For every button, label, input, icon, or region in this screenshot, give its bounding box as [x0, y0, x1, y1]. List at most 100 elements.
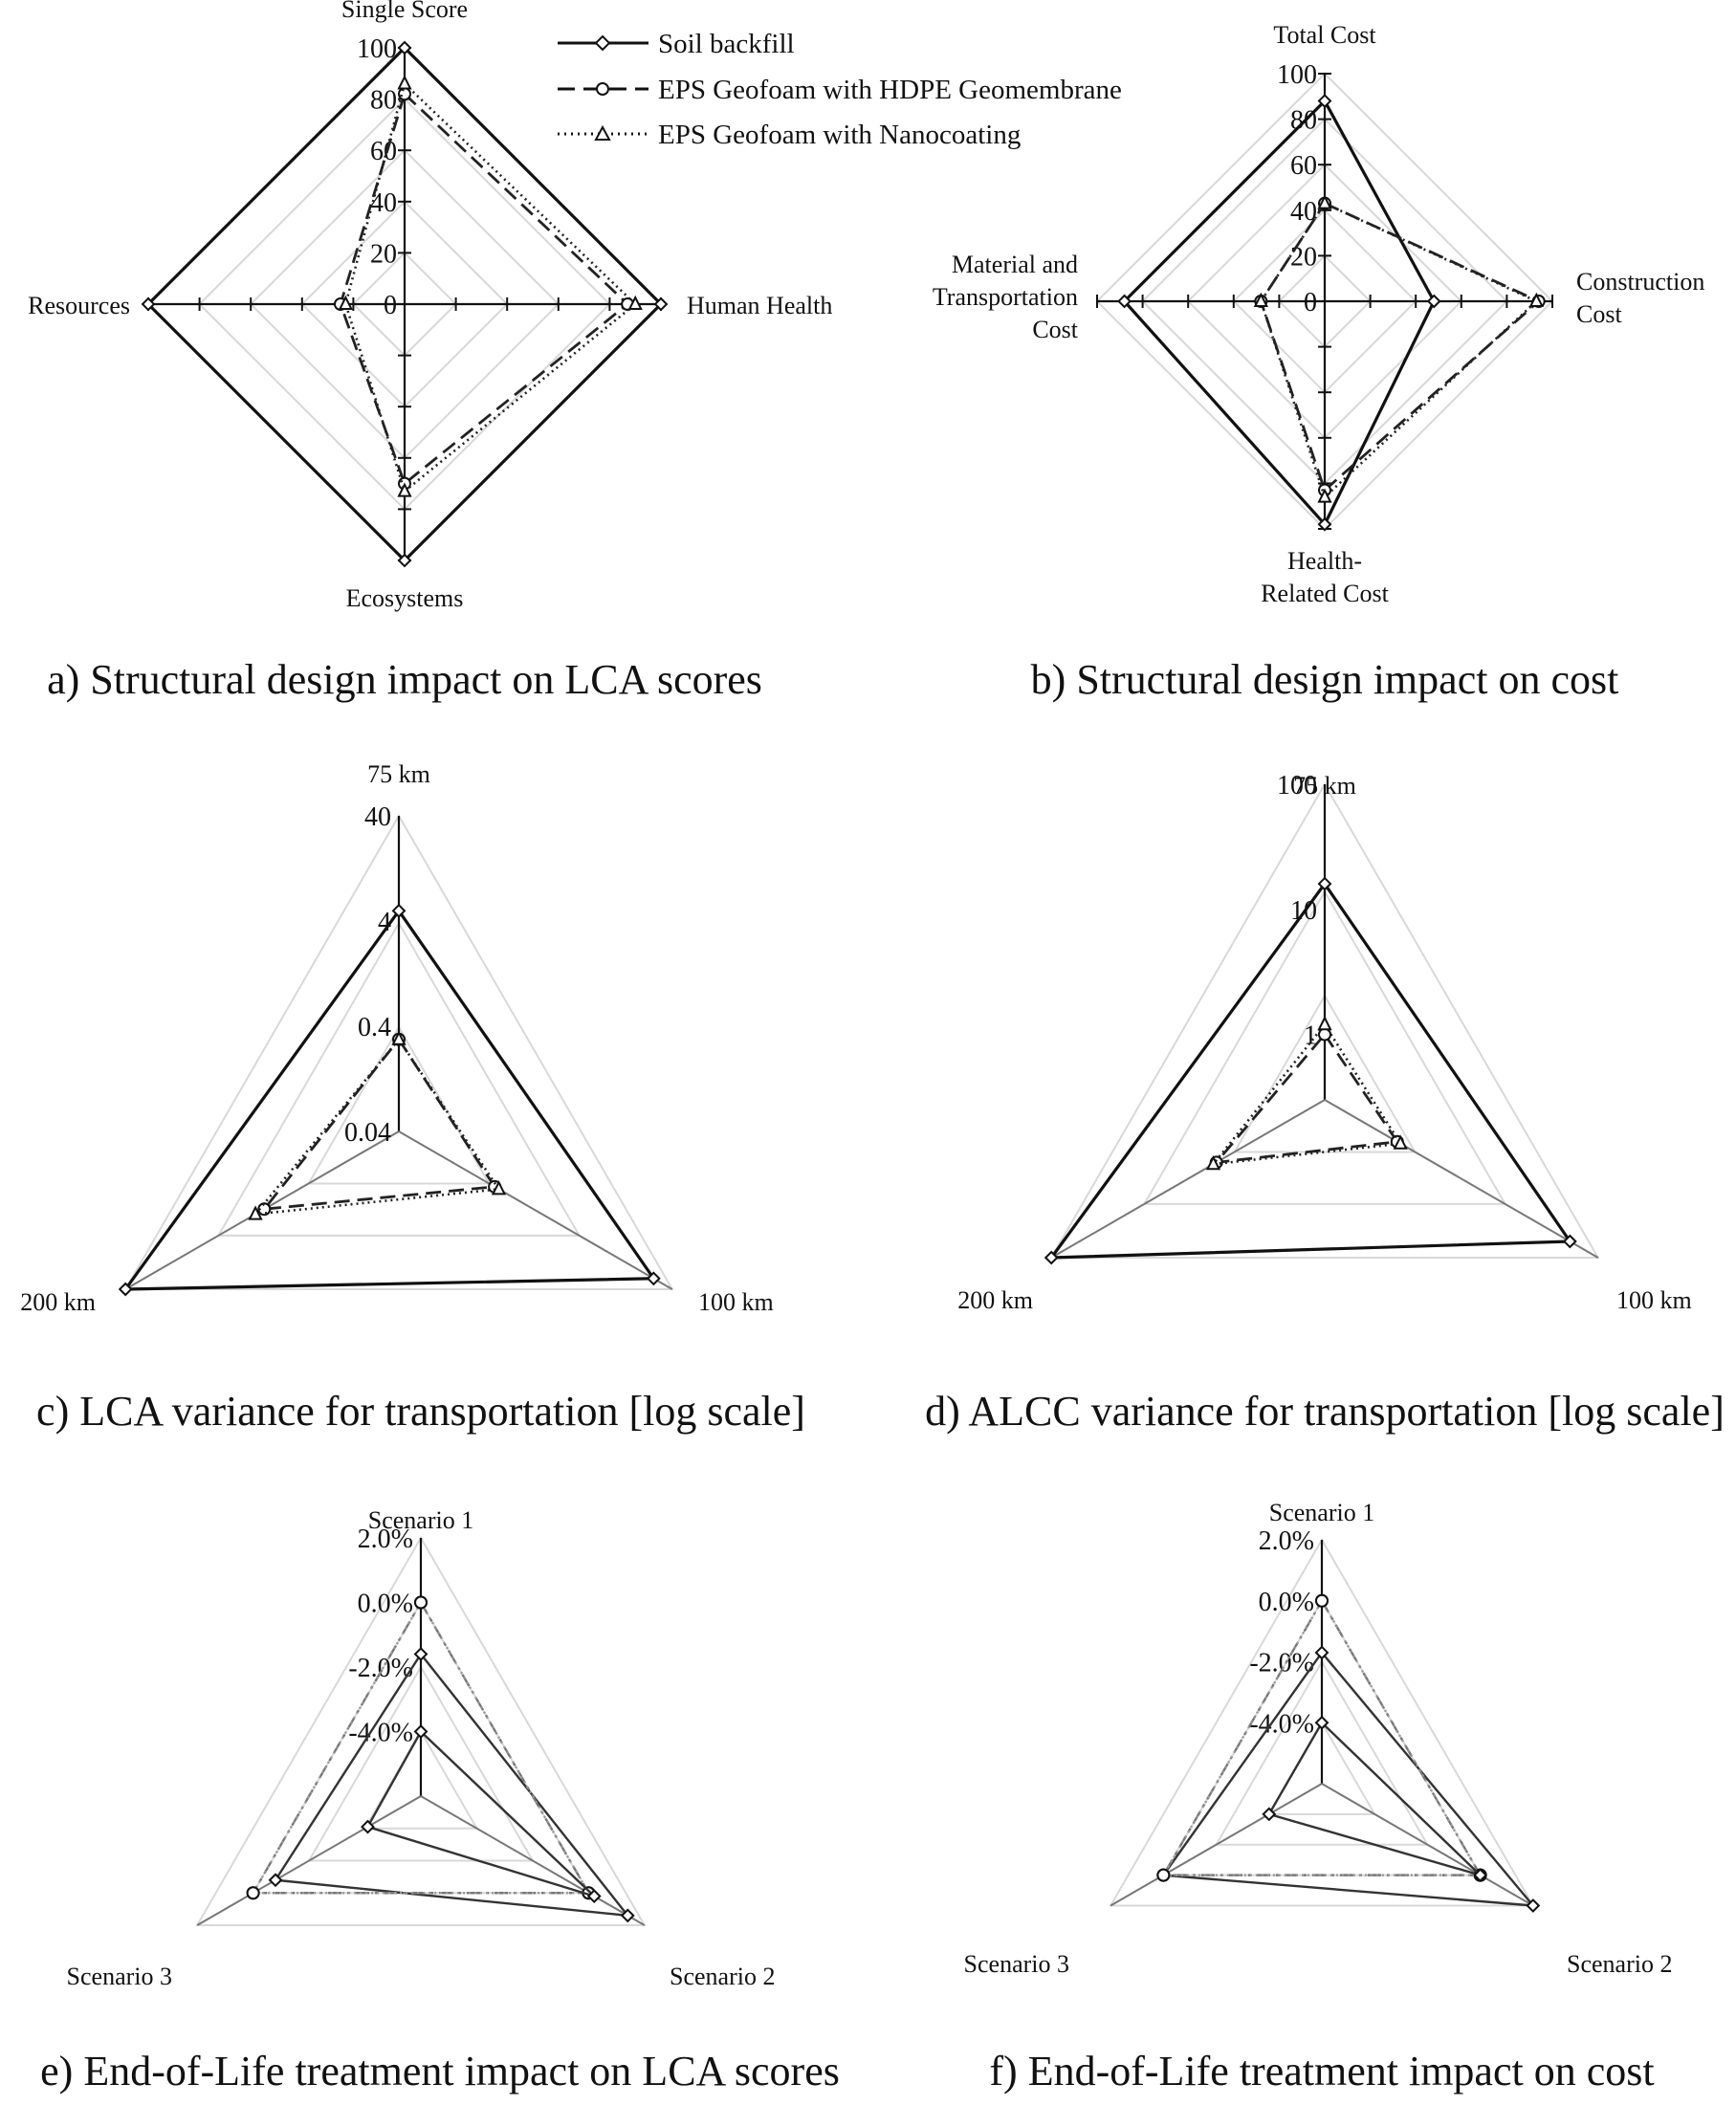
- grid-ring: [1232, 994, 1417, 1153]
- series-line: [366, 1730, 596, 1898]
- axis-line: [1324, 1099, 1599, 1259]
- series-line: [339, 92, 629, 486]
- data-point: [246, 1886, 260, 1900]
- tick-label: 0: [384, 291, 397, 320]
- data-point: [1314, 1645, 1329, 1660]
- series-line: [252, 1601, 590, 1895]
- axis-label: 75 km: [1293, 772, 1356, 800]
- data-point: [118, 1282, 133, 1297]
- tick-label: 20: [1290, 242, 1317, 272]
- data-point: [1317, 194, 1332, 209]
- tick-label: 0: [1304, 288, 1317, 318]
- grid-ring: [216, 921, 582, 1237]
- tick-label: 100: [1277, 771, 1317, 801]
- grid-ring: [1142, 889, 1507, 1205]
- data-point: [627, 295, 643, 310]
- legend-entry-nano: EPS Geofoam with Nanocoating: [558, 120, 1021, 150]
- data-point: [397, 553, 412, 568]
- chart-caption: e) End-of-Life treatment impact on LCA s…: [40, 2048, 840, 2095]
- series-line: [1162, 1651, 1535, 1907]
- axis-label: Scenario 1: [1269, 1499, 1374, 1526]
- axis-label: Human Health: [687, 292, 832, 319]
- chart-caption: d) ALCC variance for transportation [log…: [925, 1388, 1725, 1435]
- data-point: [1473, 1868, 1488, 1883]
- series-line: [274, 1653, 629, 1918]
- data-point: [1426, 294, 1441, 309]
- axis-line: [420, 1795, 646, 1926]
- series-line: [1215, 1033, 1399, 1164]
- legend-label-soil: Soil backfill: [658, 29, 795, 59]
- data-point: [1528, 292, 1544, 307]
- grid-ring: [195, 1535, 647, 1926]
- data-point: [397, 75, 412, 90]
- data-point: [268, 1873, 283, 1888]
- data-point: [1317, 876, 1332, 891]
- tick-label: 0.0%: [358, 1590, 413, 1619]
- tick-label: 4: [378, 908, 391, 937]
- legend-label-nano: EPS Geofoam with Nanocoating: [658, 120, 1021, 150]
- axis-label: 100 km: [1616, 1286, 1692, 1314]
- data-point: [1117, 294, 1132, 309]
- tick-label: -2.0%: [348, 1654, 413, 1683]
- axis-label: Material and: [952, 251, 1078, 278]
- tick-label: 20: [370, 239, 397, 269]
- data-point: [491, 1180, 507, 1196]
- axis-label: Scenario 2: [670, 1963, 775, 1990]
- series-line: [1267, 1722, 1482, 1876]
- data-point: [1562, 1234, 1577, 1249]
- axis-line: [398, 1130, 673, 1290]
- chart-caption: a) Structural design impact on LCA score…: [47, 656, 762, 703]
- tick-label: 40: [364, 802, 391, 832]
- tick-label: 80: [370, 86, 397, 116]
- series-line: [1259, 202, 1541, 492]
- series-line: [1162, 1599, 1482, 1876]
- legend: Soil backfill EPS Geofoam with HDPE Geom…: [558, 29, 1122, 150]
- data-point: [1526, 1898, 1541, 1913]
- data-point: [1315, 1593, 1329, 1608]
- tick-label: 2.0%: [358, 1525, 413, 1554]
- data-point: [1205, 1154, 1221, 1171]
- grid-ring: [1214, 1659, 1430, 1846]
- series-line: [1212, 1022, 1402, 1166]
- axis-line: [1050, 1099, 1326, 1259]
- data-point: [620, 1908, 635, 1923]
- data-point: [338, 295, 353, 310]
- axis-label: Related Cost: [1261, 580, 1389, 607]
- series-line: [1049, 882, 1571, 1260]
- data-point: [653, 296, 669, 312]
- series-line: [262, 1038, 496, 1211]
- data-point: [248, 1205, 263, 1220]
- data-point: [397, 482, 412, 497]
- tick-label: 2.0%: [1259, 1526, 1314, 1556]
- axis-label: Transportation: [933, 283, 1078, 311]
- data-point: [646, 1271, 661, 1286]
- data-point: [1253, 292, 1268, 307]
- axis-line: [1321, 1783, 1534, 1907]
- tick-label: 100: [357, 34, 397, 64]
- legend-label-hdpe: EPS Geofoam with HDPE Geomembrane: [658, 75, 1122, 105]
- tick-label: 100: [1277, 60, 1317, 90]
- tick-label: 60: [1290, 151, 1317, 181]
- axis-label: Cost: [1576, 300, 1622, 328]
- data-point: [141, 296, 156, 312]
- legend-entry-hdpe: EPS Geofoam with HDPE Geomembrane: [558, 75, 1122, 105]
- axis-label: Construction: [1576, 268, 1704, 296]
- data-point: [1317, 94, 1332, 108]
- series-line: [123, 909, 655, 1291]
- data-point: [413, 1724, 429, 1739]
- data-point: [398, 87, 411, 101]
- chart-caption: b) Structural design impact on cost: [1031, 656, 1619, 703]
- chart-caption: f) End-of-Life treatment impact on cost: [989, 2048, 1654, 2095]
- grid-ring: [123, 814, 674, 1290]
- axis-label: 200 km: [957, 1286, 1033, 1314]
- data-point: [1262, 1807, 1277, 1822]
- tick-label: 0.4: [358, 1013, 391, 1042]
- data-point: [1314, 1715, 1329, 1730]
- grid-ring: [307, 1665, 535, 1862]
- axis-label: Scenario 3: [67, 1963, 172, 1990]
